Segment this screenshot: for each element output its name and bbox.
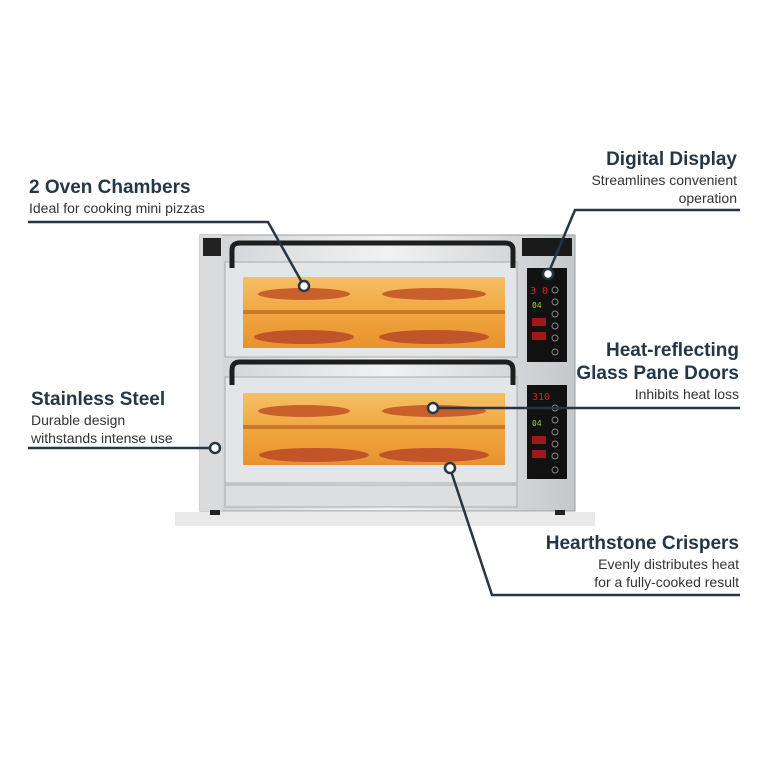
callout-digital-display: Digital Display Streamlines convenient o… xyxy=(591,148,737,207)
upper-timer-display: 04 xyxy=(532,301,542,310)
upper-temp-display: 3 0 xyxy=(530,286,548,297)
callout-desc: withstands intense use xyxy=(31,430,173,446)
callout-title: Hearthstone Crispers xyxy=(545,533,739,554)
lower-temp-display: 310 xyxy=(532,392,550,403)
callout-desc: Streamlines convenient xyxy=(591,172,737,188)
callout-desc: for a fully-cooked result xyxy=(594,574,739,590)
callout-glass-doors: Heat-reflecting Glass Pane Doors Inhibit… xyxy=(576,339,739,403)
upper-control-panel xyxy=(527,268,567,362)
callout-lines xyxy=(28,208,740,597)
callout-desc: Evenly distributes heat xyxy=(598,556,739,572)
lower-control-panel xyxy=(527,385,567,479)
callout-title: Glass Pane Doors xyxy=(576,363,739,384)
callout-oven-chambers: 2 Oven Chambers Ideal for cooking mini p… xyxy=(29,176,205,217)
callout-desc: Durable design xyxy=(31,412,126,428)
callout-title: Digital Display xyxy=(606,149,737,170)
callout-dots xyxy=(208,267,555,475)
callout-desc: Inhibits heat loss xyxy=(634,386,739,402)
callout-desc: Ideal for cooking mini pizzas xyxy=(29,200,205,216)
callout-stainless-steel: Stainless Steel Durable design withstand… xyxy=(31,388,173,447)
callout-desc: operation xyxy=(678,190,737,206)
callout-title: 2 Oven Chambers xyxy=(29,177,191,198)
callout-title: Stainless Steel xyxy=(31,389,166,410)
callout-title: Heat-reflecting xyxy=(605,340,739,361)
lower-timer-display: 04 xyxy=(532,419,542,428)
callout-hearthstone: Hearthstone Crispers Evenly distributes … xyxy=(546,532,739,591)
